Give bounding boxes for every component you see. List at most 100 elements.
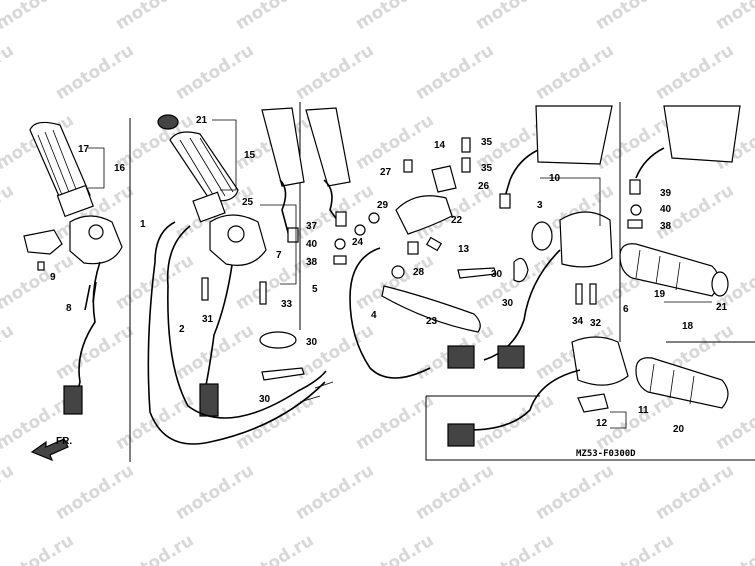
watermark-text: motod.ru (0, 180, 18, 244)
watermark-text: motod.ru (0, 0, 78, 34)
callout-14: 14 (434, 140, 446, 151)
callout-30d: 30 (502, 298, 514, 309)
watermark-text: motod.ru (412, 460, 497, 524)
watermark-text: motod.ru (292, 40, 377, 104)
callout-21b: 21 (716, 302, 728, 313)
callout-12: 12 (596, 418, 608, 429)
callout-19: 19 (654, 289, 666, 300)
watermark-text: motod.ru (532, 40, 617, 104)
watermark-text: motod.ru (0, 530, 78, 566)
callout-35a: 35 (481, 137, 493, 148)
callout-40b: 40 (660, 204, 672, 215)
watermark-text: motod.ru (472, 390, 557, 454)
callout-8: 8 (66, 303, 72, 314)
callout-29: 29 (377, 200, 389, 211)
callout-4: 4 (371, 310, 377, 321)
callout-31: 31 (202, 314, 214, 325)
watermark-text: motod.ru (652, 460, 737, 524)
watermark-text: motod.ru (0, 40, 18, 104)
callout-22: 22 (451, 215, 463, 226)
right-grip (619, 243, 729, 297)
callout-24: 24 (352, 237, 364, 248)
leader-lines (88, 119, 712, 429)
callout-27: 27 (380, 167, 392, 178)
callout-7: 7 (276, 250, 282, 261)
callout-9: 9 (50, 272, 56, 283)
watermark-text: motod.ru (652, 40, 737, 104)
callout-25: 25 (242, 197, 254, 208)
callout-5: 5 (312, 284, 318, 295)
watermark-text: motod.ru (352, 530, 437, 566)
callout-21a: 21 (196, 115, 208, 126)
throttle-grip (157, 114, 239, 223)
throttle-cables (147, 221, 334, 445)
watermark-text: motod.ru (712, 530, 755, 566)
watermark-text: motod.ru (352, 0, 437, 34)
small-parts (37, 137, 597, 305)
watermark-text: motod.ru (472, 250, 557, 314)
callout-18: 18 (682, 321, 694, 332)
callout-38a: 38 (306, 257, 318, 268)
callout-39: 39 (660, 188, 672, 199)
callout-35b: 35 (481, 163, 493, 174)
watermark-text: motod.ru (532, 460, 617, 524)
watermark-text: motod.ru (592, 0, 677, 34)
callout-labels: 1 2 3 4 5 6 7 8 9 10 11 12 13 14 15 16 1… (50, 115, 728, 435)
callout-15: 15 (244, 150, 256, 161)
direction-label: FR. (56, 436, 72, 447)
callout-6: 6 (623, 304, 629, 315)
watermark-text: motod.ru (352, 390, 437, 454)
callout-11: 11 (638, 405, 649, 416)
watermark-text: motod.ru (232, 0, 317, 34)
callout-23: 23 (426, 316, 438, 327)
callout-16: 16 (114, 163, 126, 174)
left-grip (29, 121, 94, 218)
front-direction-indicator: FR. (30, 436, 72, 462)
callout-28: 28 (413, 267, 425, 278)
callout-10: 10 (549, 173, 561, 184)
callout-2: 2 (179, 324, 185, 335)
clutch-lever (349, 165, 481, 379)
watermark-text: motod.ru (112, 530, 197, 566)
callout-26: 26 (478, 181, 490, 192)
left-mirror (261, 107, 305, 243)
watermark-text: motod.ru (0, 460, 18, 524)
watermark-text: motod.ru (172, 460, 257, 524)
watermark-text: motod.ru (412, 40, 497, 104)
callout-1: 1 (140, 219, 146, 230)
callout-32: 32 (590, 318, 602, 329)
watermark-text: motod.ru (292, 180, 377, 244)
watermark-text: motod.ru (52, 40, 137, 104)
watermark-text: motod.ru (0, 320, 18, 384)
watermark-text: motod.ru (352, 110, 437, 174)
watermark-text: motod.ru (472, 530, 557, 566)
callout-38b: 38 (660, 221, 672, 232)
watermark-text: motod.ru (52, 460, 137, 524)
watermark-text: motod.ru (292, 460, 377, 524)
right-switch-housing (447, 211, 613, 369)
callout-30b: 30 (259, 394, 271, 405)
callout-30c: 30 (491, 269, 503, 280)
callout-30a: 30 (306, 337, 318, 348)
far-right-mirror (627, 105, 741, 229)
callout-33: 33 (281, 299, 293, 310)
watermark-text: motod.ru (52, 320, 137, 384)
watermark-text: motod.ru (592, 530, 677, 566)
drawing-code: MZ53-F0300D (576, 449, 636, 459)
right-mirror (499, 105, 613, 209)
callout-40a: 40 (306, 239, 318, 250)
callout-17: 17 (78, 144, 90, 155)
lower-right-switch (447, 336, 729, 447)
left-switch-housing (23, 215, 123, 415)
watermark-text: motod.ru (292, 320, 377, 384)
clamp-clips (259, 257, 529, 381)
callout-20: 20 (673, 424, 685, 435)
watermark-text: motod.ru (112, 0, 197, 34)
callout-34: 34 (572, 316, 584, 327)
callout-37: 37 (306, 221, 318, 232)
center-mirror (305, 107, 351, 265)
callout-3: 3 (537, 200, 543, 211)
watermark-text: motod.ru (172, 320, 257, 384)
watermark-text: motod.ru (232, 530, 317, 566)
